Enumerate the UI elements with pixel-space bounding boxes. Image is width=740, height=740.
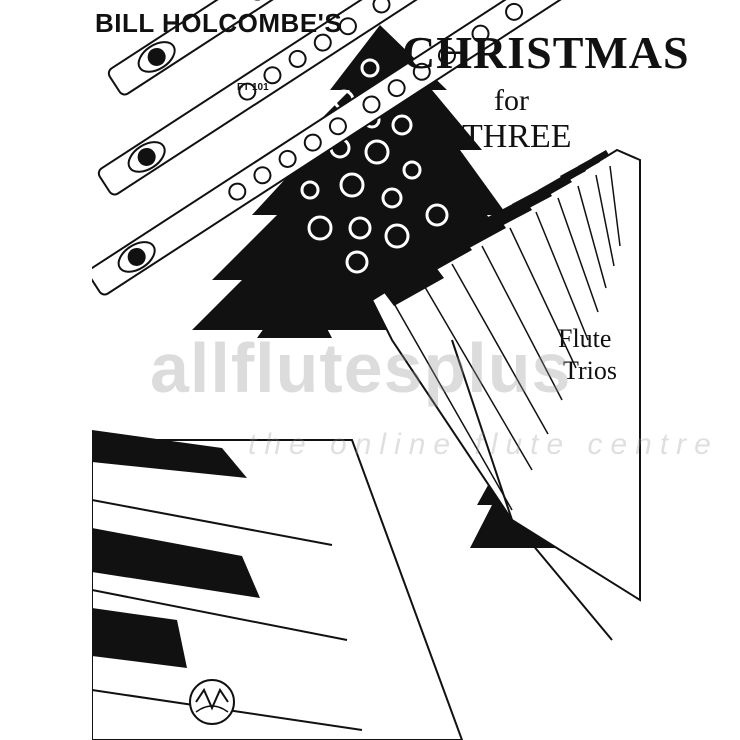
cover-artwork xyxy=(92,0,642,740)
catalog-code: FT 101 xyxy=(237,82,269,93)
sheet-music-cover xyxy=(92,0,642,740)
book-title-three: THREE xyxy=(462,118,572,155)
watermark-brand: allflutesplus xyxy=(150,329,572,407)
book-title: CHRISTMAS xyxy=(402,27,690,78)
three-flutes-illustration xyxy=(92,0,642,296)
watermark-tagline: the online flute centre xyxy=(248,428,719,461)
author-title: BILL HOLCOMBE'S xyxy=(95,8,343,38)
piano-keys-foreground xyxy=(92,430,464,740)
subtitle-trios: Trios xyxy=(563,356,617,385)
subtitle-flute: Flute xyxy=(558,324,612,353)
book-title-for: for xyxy=(494,84,529,117)
piano-keyboard-illustration xyxy=(370,148,641,641)
publisher-logo xyxy=(189,679,235,725)
